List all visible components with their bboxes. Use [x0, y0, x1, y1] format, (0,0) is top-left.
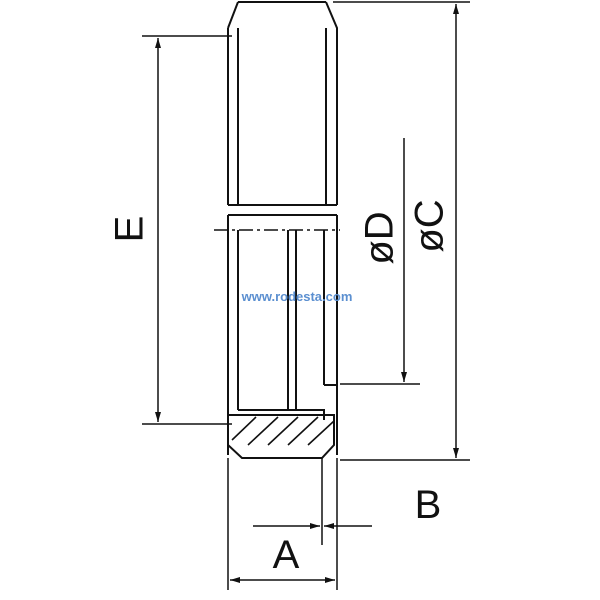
dimension-b-label: B	[415, 483, 442, 527]
dimension-a-label: A	[273, 533, 300, 577]
watermark-text: www.rodesta.com	[241, 289, 353, 304]
dimension-e-label: E	[108, 216, 152, 243]
dimension-a	[227, 458, 338, 590]
dimension-d-label: øD	[358, 211, 402, 264]
dimension-c-label: øC	[408, 199, 452, 252]
dimension-c	[333, 1, 470, 461]
dimension-d	[340, 138, 420, 385]
dimension-b	[253, 458, 372, 545]
dimension-e	[142, 35, 232, 425]
hatching	[231, 416, 335, 446]
